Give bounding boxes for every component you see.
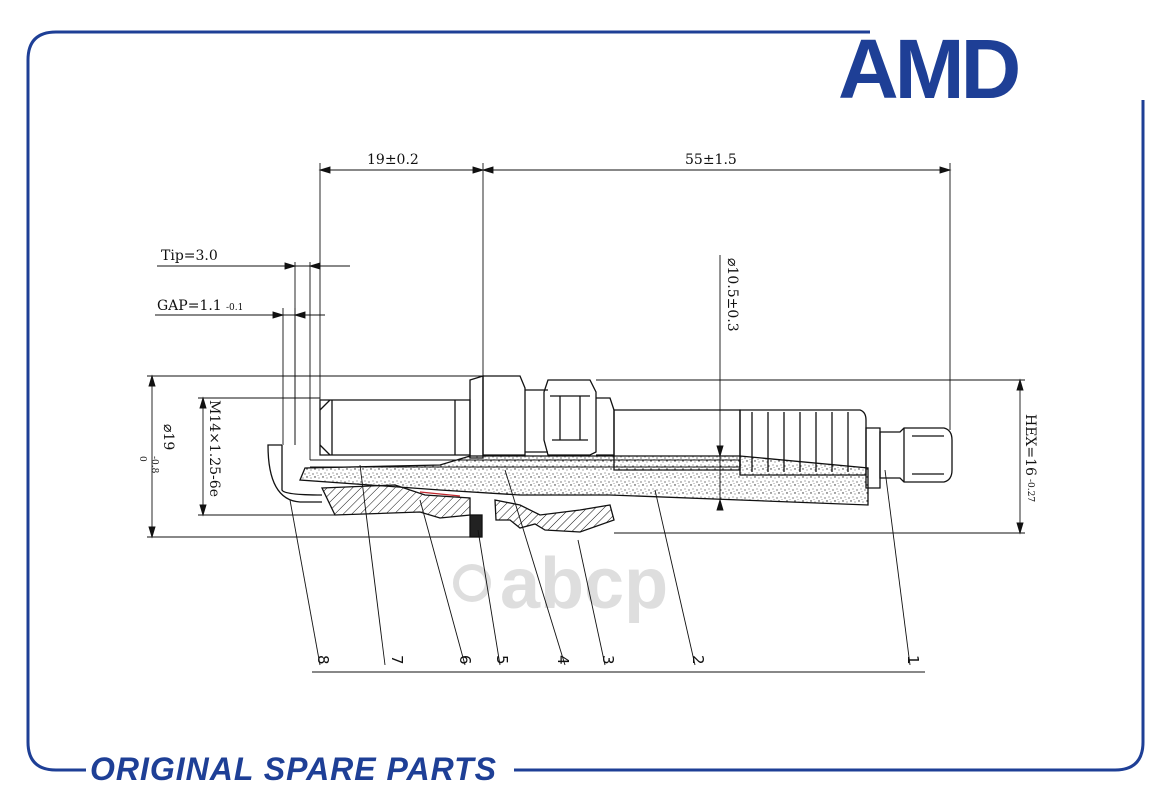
dim-gap-tol: -0.1 — [226, 303, 243, 313]
shell-groove — [494, 499, 615, 533]
page-frame — [26, 30, 1145, 772]
watermark: abcp — [453, 544, 668, 624]
dim-gap: GAP=1.1 — [157, 298, 222, 314]
dim-tip: Tip=3.0 — [161, 248, 218, 264]
dim-hex: HEX=16 — [1022, 414, 1038, 476]
dim-seat-dia: ⌀19 — [160, 424, 176, 450]
callout-7: 7 — [388, 655, 406, 665]
rib-lines — [751, 412, 849, 472]
svg-text:AMD: AMD — [838, 22, 1019, 116]
dim-thread: M14×1.25-6e — [206, 400, 222, 497]
dim-19: 19±0.2 — [367, 152, 419, 168]
callout-1: 1 — [904, 655, 922, 665]
callout-3: 3 — [599, 655, 617, 665]
ground-electrode — [267, 444, 323, 503]
dimension-lines — [147, 163, 1025, 673]
dim-insulator-dia: ⌀10.5±0.3 — [724, 258, 740, 332]
callout-2: 2 — [689, 655, 707, 665]
washer — [469, 375, 484, 459]
callout-4: 4 — [554, 655, 572, 665]
brand-logo: AMD — [838, 22, 1023, 116]
footer-title: ORIGINAL SPARE PARTS — [90, 751, 497, 787]
terminal-stud — [879, 427, 953, 483]
dim-55: 55±1.5 — [685, 152, 737, 168]
hex-nut — [543, 379, 597, 456]
spark-plug — [267, 375, 953, 538]
dim-seat-tol-down: -0.8 — [149, 456, 159, 474]
svg-text:abcp: abcp — [500, 544, 668, 624]
dim-seat-tol-up: 0 — [137, 456, 147, 462]
sealing-gasket — [469, 514, 483, 538]
callout-8: 8 — [314, 655, 332, 665]
shell-body — [482, 375, 526, 456]
dim-hex-tol: -0.27 — [1025, 479, 1035, 502]
callout-6: 6 — [456, 655, 474, 665]
ceramic-core — [299, 455, 869, 506]
thread-section — [319, 399, 471, 456]
callout-5: 5 — [493, 655, 511, 665]
